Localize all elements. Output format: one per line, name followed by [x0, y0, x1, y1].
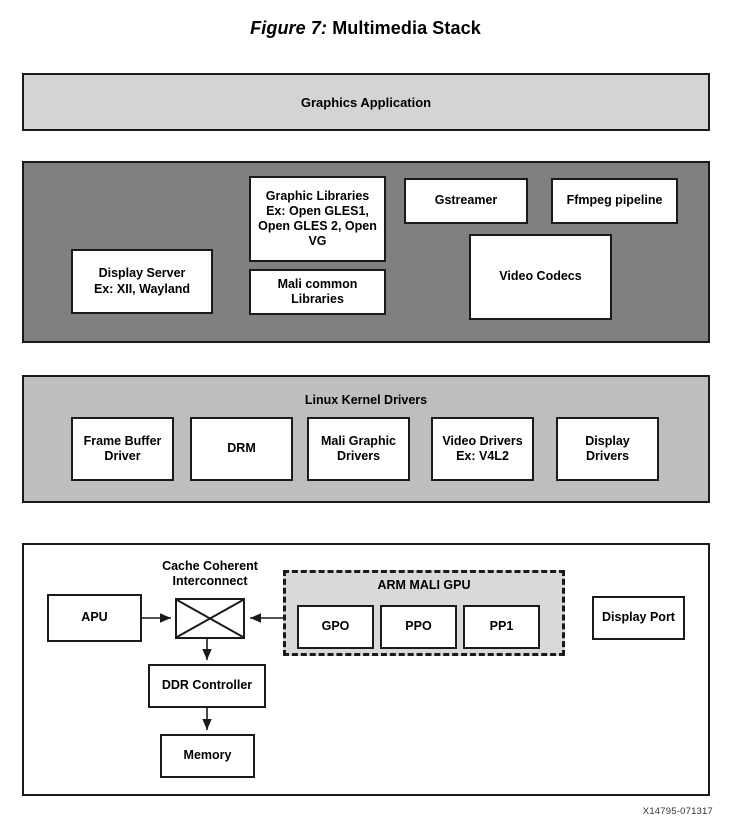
cache-coherent-interconnect-label: Cache Coherent Interconnect [162, 559, 258, 588]
application-layer-band: Graphics Application [22, 73, 710, 131]
box-gpu-core-ppo: PPO [380, 605, 457, 649]
box-drm: DRM [190, 417, 293, 481]
page-title: Figure 7: Multimedia Stack [0, 18, 731, 39]
box-gpu-core-pp1: PP1 [463, 605, 540, 649]
box-ffmpeg-pipeline: Ffmpeg pipeline [551, 178, 678, 224]
application-layer-title: Graphics Application [300, 95, 432, 110]
arm-mali-gpu-title: ARM MALI GPU [377, 578, 471, 592]
box-video-drivers: Video Drivers Ex: V4L2 [431, 417, 534, 481]
box-gstreamer: Gstreamer [404, 178, 528, 224]
box-display-port: Display Port [592, 596, 685, 640]
box-mali-common-libraries: Mali common Libraries [249, 269, 386, 315]
box-memory: Memory [160, 734, 255, 778]
box-frame-buffer-driver: Frame Buffer Driver [71, 417, 174, 481]
kernel-layer-title: Linux Kernel Drivers [304, 393, 428, 407]
box-display-drivers: Display Drivers [556, 417, 659, 481]
box-video-codecs: Video Codecs [469, 234, 612, 320]
box-gpu-core-gpo: GPO [297, 605, 374, 649]
box-display-server: Display Server Ex: XII, Wayland [71, 249, 213, 314]
box-mali-graphic-drivers: Mali Graphic Drivers [307, 417, 410, 481]
cache-coherent-interconnect-box [175, 598, 245, 639]
figure-id-caption: X14795-071317 [642, 806, 713, 817]
box-ddr-controller: DDR Controller [148, 664, 266, 708]
box-apu: APU [47, 594, 142, 642]
box-graphic-libraries: Graphic Libraries Ex: Open GLES1, Open G… [249, 176, 386, 262]
figure-title-text: Multimedia Stack [332, 18, 481, 38]
figure-label: Figure 7: [250, 18, 328, 38]
